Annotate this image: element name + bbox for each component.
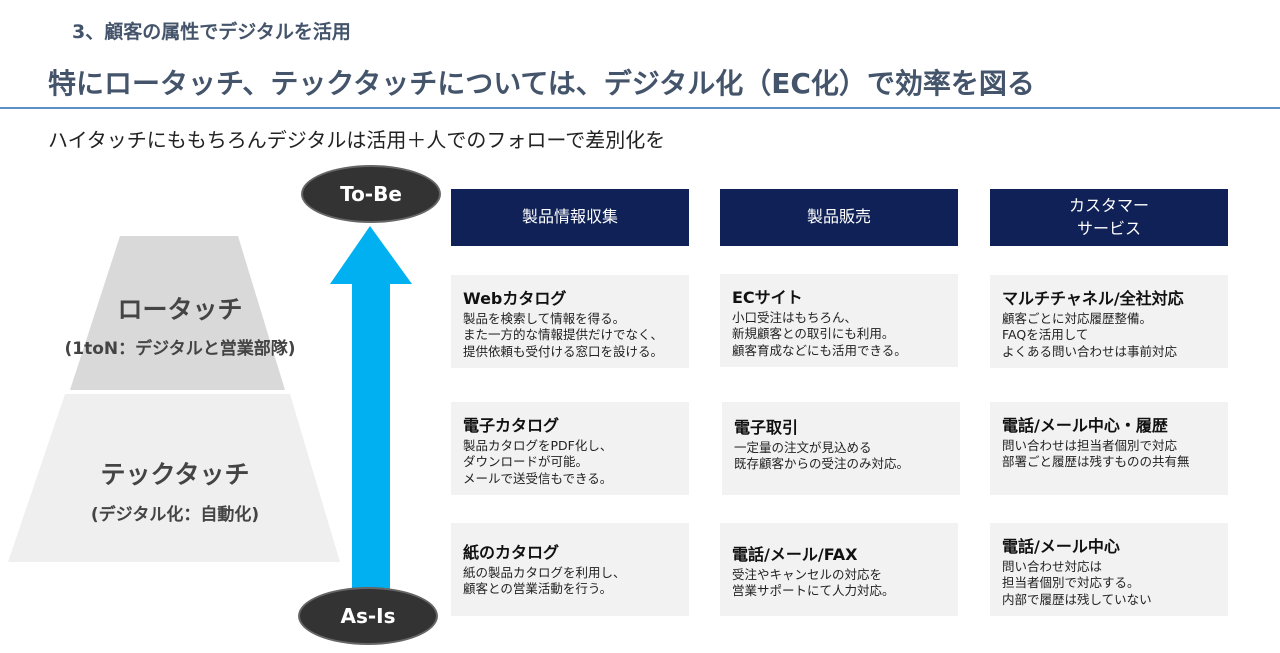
card-title: 電話/メール/FAX <box>732 545 858 564</box>
card: Webカタログ製品を検索して情報を得る。 また一方的な情報提供だけでなく、 提供… <box>451 275 689 368</box>
card-title: Webカタログ <box>463 289 567 308</box>
card: 電話/メール中心・履歴問い合わせは担当者個別で対応 部署ごと履歴は残すものの共有… <box>990 402 1228 495</box>
card-title: 電話/メール中心 <box>1002 537 1120 556</box>
card: 紙のカタログ紙の製品カタログを利用し、 顧客との営業活動を行う。 <box>451 523 689 616</box>
card-body: 受注やキャンセルの対応を 営業サポートにて人力対応。 <box>732 567 895 599</box>
card-title: 電話/メール中心・履歴 <box>1002 416 1168 435</box>
card-title: 紙のカタログ <box>463 543 560 562</box>
card-title: マルチチャネル/全社対応 <box>1002 289 1184 308</box>
card-title: 電子カタログ <box>463 416 560 435</box>
pyramid <box>8 236 340 562</box>
card-body: 製品を検索して情報を得る。 また一方的な情報提供だけでなく、 提供依頼も受付ける… <box>463 311 664 359</box>
card: マルチチャネル/全社対応顧客ごとに対応履歴整備。 FAQを活用して よくある問い… <box>990 275 1228 368</box>
card-body: 問い合わせ対応は 担当者個別で対応する。 内部で履歴は残していない <box>1002 559 1152 607</box>
section-label: 3、顧客の属性でデジタルを活用 <box>72 21 351 43</box>
up-arrow-icon <box>330 226 412 607</box>
card-body: 問い合わせは担当者個別で対応 部署ごと履歴は残すものの共有無 <box>1002 438 1190 470</box>
card-body: 製品カタログをPDF化し、 ダウンロードが可能。 メールで送受信もできる。 <box>463 438 613 486</box>
card-body: 顧客ごとに対応履歴整備。 FAQを活用して よくある問い合わせは事前対応 <box>1002 311 1178 359</box>
low-touch-desc: (1toN：デジタルと営業部隊) <box>64 339 296 359</box>
as-is-badge: As-Is <box>298 587 438 645</box>
card-body: 一定量の注文が見込める 既存顧客からの受注のみ対応。 <box>734 440 910 472</box>
card: 電子カタログ製品カタログをPDF化し、 ダウンロードが可能。 メールで送受信もで… <box>451 402 689 495</box>
to-be-badge: To-Be <box>301 165 441 223</box>
tech-touch-desc: (デジタル化：自動化) <box>90 505 260 525</box>
pyramid-low-touch <box>70 236 285 390</box>
card: ECサイト小口受注はもちろん、 新規顧客との取引にも利用。 顧客育成などにも活用… <box>720 274 958 367</box>
column-header-sales: 製品販売 <box>720 189 958 246</box>
title-divider <box>0 107 1280 109</box>
card-body: 小口受注はもちろん、 新規顧客との取引にも利用。 顧客育成などにも活用できる。 <box>732 310 907 358</box>
card-title: 電子取引 <box>734 418 799 437</box>
column-header-customer-service: カスタマー サービス <box>990 189 1228 246</box>
low-touch-label: ロータッチ <box>117 295 243 324</box>
card-body: 紙の製品カタログを利用し、 顧客との営業活動を行う。 <box>463 565 626 597</box>
card: 電子取引一定量の注文が見込める 既存顧客からの受注のみ対応。 <box>722 402 960 495</box>
card: 電話/メール/FAX 受注やキャンセルの対応を 営業サポートにて人力対応。 <box>720 523 958 616</box>
card: 電話/メール中心問い合わせ対応は 担当者個別で対応する。 内部で履歴は残していな… <box>990 523 1228 616</box>
tech-touch-label: テックタッチ <box>100 460 250 489</box>
lead-text: ハイタッチにももちろんデジタルは活用＋人でのフォローで差別化を <box>48 128 666 152</box>
card-title: ECサイト <box>732 288 803 307</box>
slide-title: 特にロータッチ、テックタッチについては、デジタル化（EC化）で効率を図る <box>48 67 1035 100</box>
column-header-product-info: 製品情報収集 <box>451 189 689 246</box>
pyramid-tech-touch <box>8 394 340 562</box>
